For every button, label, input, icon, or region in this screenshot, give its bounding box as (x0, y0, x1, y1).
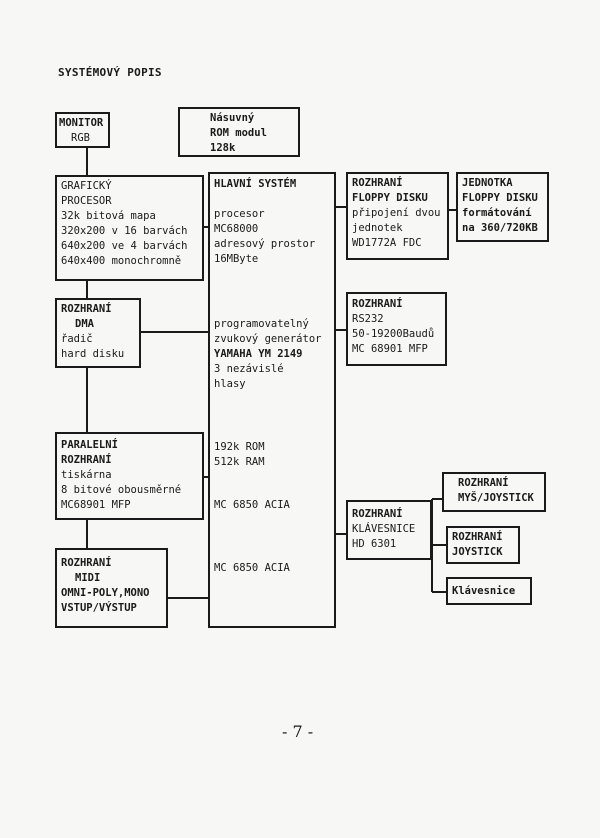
monitor-box: MONITOR RGB (55, 112, 110, 148)
main-memory-line-2: 512k RAM (214, 456, 265, 468)
monitor-line-1: MONITOR (59, 117, 104, 129)
graphics-line-6: 640x400 monochromně (61, 255, 182, 267)
main-system-header: HLAVNÍ SYSTÉM (214, 178, 297, 190)
dma-interface-box: ROZHRANÍ DMA řadič hard disku (55, 298, 141, 368)
floppy-line-5: WD1772A FDC (352, 237, 422, 249)
floppy-unit-box: JEDNOTKA FLOPPY DISKU formátování na 360… (456, 172, 549, 242)
parallel-line-2: ROZHRANÍ (61, 454, 112, 466)
main-sound-line-4: 3 nezávislé (214, 363, 284, 375)
mouse-line-1: ROZHRANÍ (458, 477, 509, 489)
joystick-box: ROZHRANÍ JOYSTICK (446, 526, 520, 564)
rom-module-line-3: 128k (210, 142, 236, 154)
floppy-line-2: FLOPPY DISKU (352, 192, 428, 204)
keyboard-if-line-1: ROZHRANÍ (352, 508, 403, 520)
floppy-line-1: ROZHRANÍ (352, 177, 403, 189)
midi-line-4: VSTUP/VÝSTUP (61, 602, 137, 614)
midi-interface-box: ROZHRANÍ MIDI OMNI-POLY,MONO VSTUP/VÝSTU… (55, 548, 168, 628)
rs232-line-4: MC 68901 MFP (352, 343, 428, 355)
main-cpu-line-4: 16MByte (214, 253, 259, 265)
parallel-line-5: MC68901 MFP (61, 499, 131, 511)
page-title: SYSTÉMOVÝ POPIS (58, 66, 162, 79)
graphics-line-2: PROCESOR (61, 195, 112, 207)
floppy-unit-line-2: FLOPPY DISKU (462, 192, 538, 204)
rom-module-box: Násuvný ROM modul 128k (178, 107, 300, 157)
floppy-unit-line-1: JEDNOTKA (462, 177, 513, 189)
rom-module-line-1: Násuvný (210, 112, 255, 124)
midi-line-1: ROZHRANÍ (61, 557, 112, 569)
graphics-line-4: 320x200 v 16 barvách (61, 225, 188, 237)
graphics-processor-box: GRAFICKÝ PROCESOR 32k bitová mapa 320x20… (55, 175, 204, 281)
joystick-line-2: JOYSTICK (452, 546, 503, 558)
main-system-box: HLAVNÍ SYSTÉM procesor MC68000 adresový … (208, 172, 336, 628)
joystick-line-1: ROZHRANÍ (452, 531, 503, 543)
parallel-line-4: 8 bitové obousměrné (61, 484, 182, 496)
floppy-unit-line-4: na 360/720KB (462, 222, 538, 234)
page-number: - 7 - (282, 722, 314, 741)
mouse-joystick-box: ROZHRANÍ MYŠ/JOYSTICK (442, 472, 546, 512)
main-acia-1: MC 6850 ACIA (214, 499, 290, 511)
main-sound-line-1: programovatelný (214, 318, 309, 330)
parallel-line-3: tiskárna (61, 469, 112, 481)
floppy-interface-box: ROZHRANÍ FLOPPY DISKU připojení dvou jed… (346, 172, 449, 260)
parallel-interface-box: PARALELNÍ ROZHRANÍ tiskárna 8 bitové obo… (55, 432, 204, 520)
main-cpu-line-3: adresový prostor (214, 238, 316, 250)
keyboard-line-1: Klávesnice (452, 585, 516, 597)
main-acia-2: MC 6850 ACIA (214, 562, 290, 574)
floppy-unit-line-3: formátování (462, 207, 532, 219)
graphics-line-5: 640x200 ve 4 barvách (61, 240, 188, 252)
rs232-line-2: RS232 (352, 313, 384, 325)
main-memory-line-1: 192k ROM (214, 441, 265, 453)
keyboard-if-line-2: KLÁVESNICE (352, 523, 416, 535)
monitor-line-2: RGB (71, 132, 90, 144)
main-sound-line-3: YAMAHA YM 2149 (214, 348, 303, 360)
dma-line-4: hard disku (61, 348, 125, 360)
main-sound-line-5: hlasy (214, 378, 246, 390)
keyboard-if-line-3: HD 6301 (352, 538, 397, 550)
rs232-line-3: 50-19200Baudů (352, 328, 435, 340)
graphics-line-1: GRAFICKÝ (61, 180, 112, 192)
rs232-line-1: ROZHRANÍ (352, 298, 403, 310)
main-cpu-line-2: MC68000 (214, 223, 259, 235)
dma-line-3: řadič (61, 333, 93, 345)
main-sound-line-2: zvukový generátor (214, 333, 322, 345)
dma-line-2: DMA (75, 318, 94, 330)
keyboard-interface-box: ROZHRANÍ KLÁVESNICE HD 6301 (346, 500, 432, 560)
mouse-line-2: MYŠ/JOYSTICK (458, 492, 534, 504)
floppy-line-4: jednotek (352, 222, 403, 234)
keyboard-box: Klávesnice (446, 577, 532, 605)
graphics-line-3: 32k bitová mapa (61, 210, 156, 222)
main-cpu-line-1: procesor (214, 208, 265, 220)
midi-line-2: MIDI (75, 572, 101, 584)
parallel-line-1: PARALELNÍ (61, 439, 118, 451)
rom-module-line-2: ROM modul (210, 127, 267, 139)
midi-line-3: OMNI-POLY,MONO (61, 587, 150, 599)
floppy-line-3: připojení dvou (352, 207, 441, 219)
rs232-interface-box: ROZHRANÍ RS232 50-19200Baudů MC 68901 MF… (346, 292, 447, 366)
dma-line-1: ROZHRANÍ (61, 303, 112, 315)
